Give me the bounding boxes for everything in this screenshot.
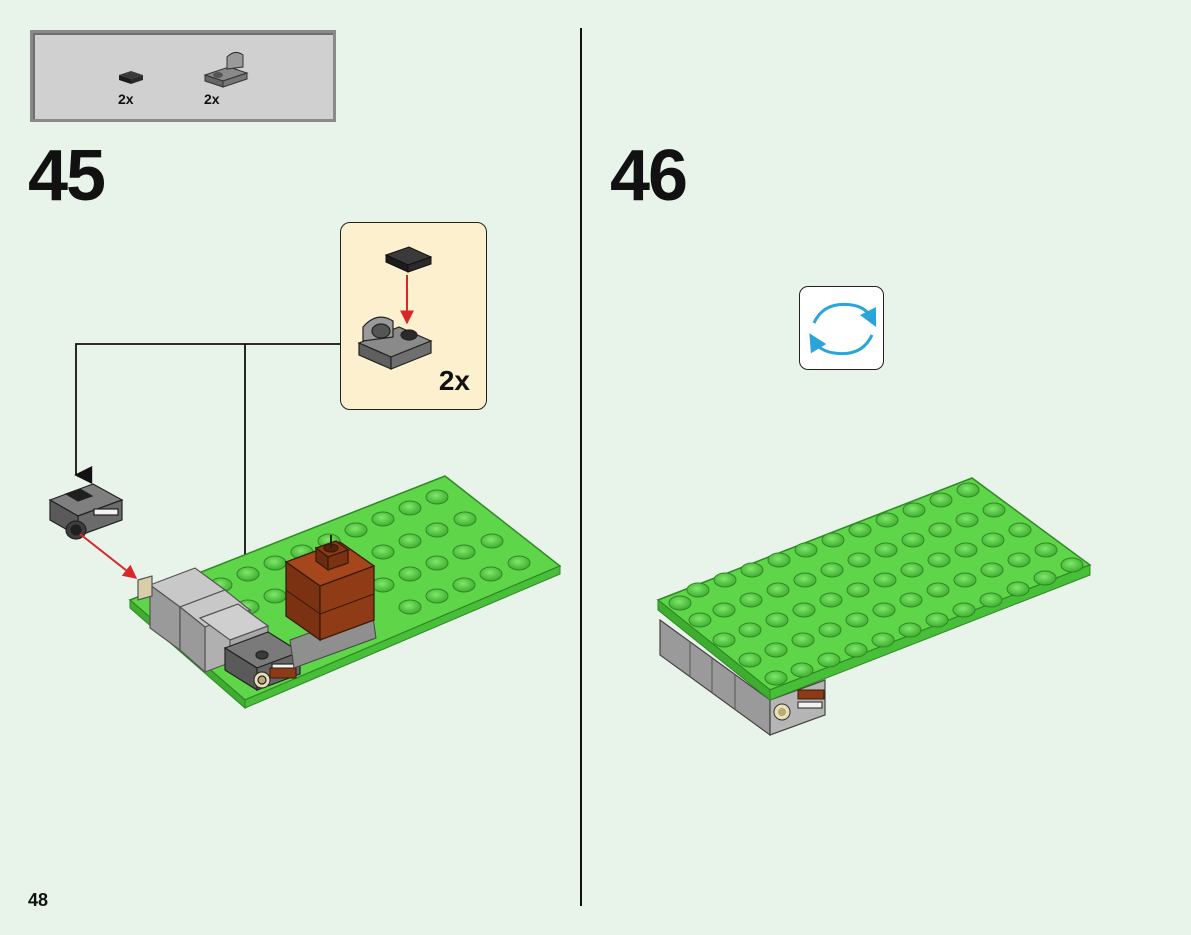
part-count-1: 2x (118, 91, 134, 107)
dark-gray-bracket-placed (223, 631, 302, 692)
plate-studs-46 (668, 482, 1084, 686)
page-number: 48 (28, 890, 49, 910)
rotate-arrows-icon (809, 302, 877, 356)
gray-bracket-plate-icon (203, 51, 249, 88)
floating-bracket-left (48, 483, 124, 540)
callout-illustration (357, 246, 433, 370)
column-divider (580, 28, 582, 906)
parts-list-box: 2x 2x (30, 30, 336, 122)
rotate-model-indicator (799, 286, 884, 370)
sub-assembly-callout: 2x (340, 222, 487, 410)
black-tile-1x1-icon (119, 71, 143, 84)
assembly-arrow-red (79, 533, 138, 579)
brown-brick-45 (284, 535, 376, 642)
callout-quantity: 2x (438, 365, 470, 396)
step-number-46: 46 (610, 136, 688, 216)
rotated-assembly-46 (659, 618, 826, 737)
green-base-plate-46 (656, 477, 1092, 702)
black-tile-1x1-icon (384, 246, 433, 273)
parts-list-icons (119, 51, 249, 88)
light-gray-bricks-45 (137, 567, 270, 674)
plate-studs-45 (209, 489, 531, 615)
step-number-45: 45 (28, 136, 106, 216)
part-count-2: 2x (204, 91, 220, 107)
gray-bracket-plate-icon (357, 316, 433, 370)
brown-tile-front (269, 667, 297, 679)
